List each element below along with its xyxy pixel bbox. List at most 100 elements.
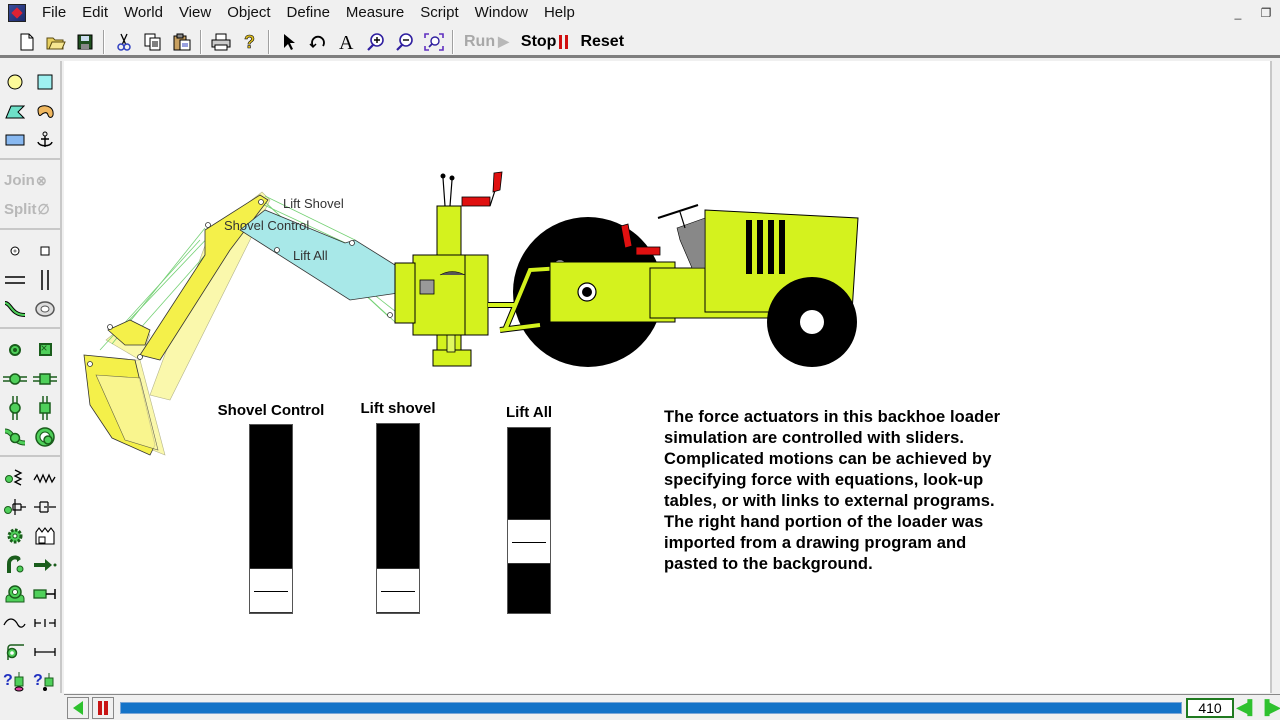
menu-file[interactable]: File	[42, 4, 67, 21]
menu-object[interactable]: Object	[227, 4, 271, 21]
open-folder-icon[interactable]	[41, 29, 70, 55]
print-icon[interactable]	[206, 29, 235, 55]
horizontal-slot-icon[interactable]	[0, 266, 30, 294]
help-icon[interactable]: ?	[235, 29, 264, 55]
stop-button[interactable]: Stop	[515, 29, 575, 55]
lift-shovel-slider-thumb[interactable]	[377, 568, 419, 613]
spring-icon[interactable]	[0, 464, 30, 492]
step-forward-button[interactable]: ▐▶	[1260, 698, 1280, 718]
menu-measure[interactable]: Measure	[345, 4, 405, 21]
polygon-body-icon[interactable]	[0, 97, 30, 125]
zoom-out-icon[interactable]	[390, 29, 419, 55]
run-label: Run	[464, 32, 496, 50]
separator-icon[interactable]	[30, 609, 60, 637]
menu-window[interactable]: Window	[474, 4, 528, 21]
rewind-button[interactable]	[67, 696, 89, 719]
horizontal-pin-slot-icon[interactable]	[0, 365, 30, 393]
rigid-joint-icon[interactable]	[30, 336, 60, 364]
rotary-motor-icon[interactable]	[0, 580, 30, 608]
minimize-button[interactable]: _	[1234, 6, 1242, 20]
svg-text:?: ?	[244, 32, 255, 52]
shovel-control-slider[interactable]	[249, 424, 293, 614]
text-icon[interactable]: A	[332, 29, 361, 55]
join-button[interactable]: Join⊗	[4, 172, 47, 189]
svg-text:?: ?	[3, 672, 13, 689]
run-button[interactable]: Run ▶	[458, 29, 515, 55]
curved-slot-icon[interactable]	[0, 295, 30, 323]
vertical-pin-slot-icon[interactable]	[0, 394, 30, 422]
toolbar: ? A Run ▶ Stop Reset	[0, 28, 1280, 58]
circle-body-icon[interactable]	[0, 68, 30, 96]
tool-palette: Join⊗ Split∅	[0, 61, 62, 693]
square-point-icon[interactable]	[30, 237, 60, 265]
zoom-in-icon[interactable]	[361, 29, 390, 55]
reset-button[interactable]: Reset	[580, 32, 625, 50]
menu-view[interactable]: View	[178, 4, 212, 21]
linear-actuator-icon[interactable]	[30, 493, 60, 521]
menu-help[interactable]: Help	[543, 4, 575, 21]
query-point-icon[interactable]: ?	[0, 667, 30, 695]
keyed-slot-icon[interactable]	[30, 295, 60, 323]
cut-icon[interactable]	[109, 29, 138, 55]
save-icon[interactable]	[70, 29, 99, 55]
arrow-select-icon[interactable]	[274, 29, 303, 55]
menu-script[interactable]: Script	[420, 4, 459, 21]
horizontal-keyed-slot-icon[interactable]	[30, 365, 60, 393]
query-constraint-icon[interactable]: ?	[30, 667, 60, 695]
square-body-icon[interactable]	[30, 68, 60, 96]
frame-number[interactable]: 410	[1186, 697, 1234, 718]
lift-shovel-slider[interactable]	[376, 423, 420, 614]
step-back-icon: ◀▌	[1236, 699, 1258, 715]
zoom-fit-icon[interactable]	[419, 29, 448, 55]
actuator-icon[interactable]	[30, 580, 60, 608]
new-file-icon[interactable]	[12, 29, 41, 55]
vertical-scrollbar[interactable]	[1270, 61, 1280, 693]
frame-track-slider[interactable]	[120, 701, 1182, 714]
pause-button[interactable]	[92, 696, 114, 719]
rod-icon[interactable]	[30, 638, 60, 666]
menu-edit[interactable]: Edit	[82, 4, 109, 21]
joint-tools-group	[0, 329, 60, 457]
vertical-keyed-slot-icon[interactable]	[30, 394, 60, 422]
step-forward-icon: ▐▶	[1259, 699, 1280, 715]
lift-all-slider[interactable]	[507, 427, 551, 614]
force-icon[interactable]	[30, 551, 60, 579]
copy-icon[interactable]	[138, 29, 167, 55]
shovel-control-slider-label: Shovel Control	[217, 402, 325, 419]
shovel-control-drawing-label: Shovel Control	[224, 218, 310, 233]
split-label: Split	[4, 201, 37, 218]
pause-icon	[98, 700, 108, 715]
vertical-slot-icon[interactable]	[30, 266, 60, 294]
toolbar-separator	[268, 29, 270, 54]
spring-damper-icon[interactable]	[30, 464, 60, 492]
pin-joint-icon[interactable]	[0, 336, 30, 364]
pulley-icon[interactable]	[30, 522, 60, 550]
app-icon[interactable]	[8, 4, 26, 22]
lift-shovel-drawing-label: Lift Shovel	[283, 196, 344, 211]
split-button[interactable]: Split∅	[4, 201, 50, 218]
step-back-button[interactable]: ◀▌	[1236, 698, 1258, 718]
backhoe-loader-drawing	[83, 171, 859, 456]
menu-define[interactable]: Define	[286, 4, 330, 21]
point-icon[interactable]	[0, 237, 30, 265]
lift-all-slider-thumb[interactable]	[508, 519, 550, 564]
motor-icon[interactable]	[0, 551, 30, 579]
paste-icon[interactable]	[167, 29, 196, 55]
body-tools-group	[0, 61, 60, 160]
rope-icon[interactable]	[0, 609, 30, 637]
restore-button[interactable]: ❐	[1260, 6, 1272, 20]
lift-shovel-slider-label: Lift shovel	[360, 400, 436, 417]
gear-icon[interactable]	[0, 522, 30, 550]
damper-icon[interactable]	[0, 493, 30, 521]
shovel-control-slider-thumb[interactable]	[250, 568, 292, 613]
curved-body-icon[interactable]	[30, 97, 60, 125]
rectangle-body-icon[interactable]	[0, 126, 30, 154]
rotate-icon[interactable]	[303, 29, 332, 55]
curved-pin-slot-icon[interactable]	[0, 423, 30, 451]
simulation-canvas[interactable]: Lift Shovel Shovel Control Lift All Shov…	[64, 61, 1270, 693]
curved-keyed-slot-icon[interactable]	[30, 423, 60, 451]
torque-icon[interactable]	[0, 638, 30, 666]
menu-world[interactable]: World	[124, 4, 163, 21]
constraint-tools-group: ? ?	[0, 457, 60, 699]
anchor-icon[interactable]	[30, 126, 60, 154]
